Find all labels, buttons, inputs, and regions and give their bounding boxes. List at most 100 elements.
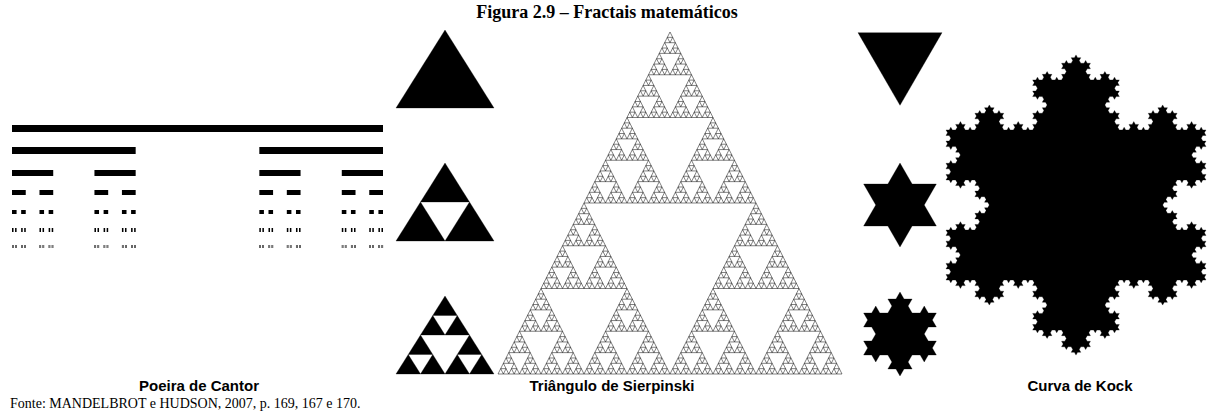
- sierpinski-triangle: [812, 321, 817, 326]
- cantor-segment: [104, 245, 106, 248]
- sierpinski-triangle: [565, 256, 570, 261]
- sierpinski-triangle: [705, 128, 710, 133]
- sierpinski-triangle: [638, 358, 643, 363]
- sierpinski-triangle: [748, 235, 753, 240]
- sierpinski-triangle: [724, 198, 729, 203]
- sierpinski-triangle: [657, 182, 662, 187]
- sierpinski-triangle: [600, 176, 605, 181]
- sierpinski-triangle: [713, 283, 718, 288]
- sierpinski-triangle: [571, 353, 576, 358]
- sierpinski-triangle: [810, 358, 815, 363]
- sierpinski-triangle: [659, 59, 664, 64]
- sierpinski-triangle: [571, 224, 576, 229]
- sierpinski-triangle: [702, 305, 707, 310]
- sierpinski-triangle: [783, 369, 788, 374]
- sierpinski-triangle: [769, 235, 774, 240]
- cantor-segment: [345, 228, 347, 232]
- cantor-segment: [39, 245, 41, 248]
- sierpinski-triangle: [600, 262, 605, 267]
- cantor-segment: [351, 245, 353, 248]
- sierpinski-triangle: [729, 166, 734, 171]
- sierpinski-triangle: [692, 198, 697, 203]
- cantor-segment: [12, 245, 14, 248]
- sierpinski-triangle: [646, 75, 651, 80]
- sierpinski-triangle: [791, 299, 796, 304]
- sierpinski-triangle: [692, 155, 697, 160]
- sierpinski-triangle: [834, 363, 839, 368]
- sierpinski-triangle: [589, 230, 594, 235]
- sierpinski-triangle: [627, 198, 632, 203]
- sierpinski-triangle: [775, 246, 780, 251]
- sierpinski-triangle: [761, 219, 766, 224]
- sierpinski-triangle: [697, 326, 702, 331]
- sierpinski-triangle: [611, 358, 616, 363]
- sierpinski-triangle: [643, 337, 648, 342]
- sierpinski-triangle: [786, 267, 791, 272]
- sierpinski-triangle: [791, 278, 796, 283]
- sierpinski-triangle: [433, 296, 458, 316]
- sierpinski-triangle: [745, 272, 750, 277]
- sierpinski-triangle: [632, 369, 637, 374]
- sierpinski-triangle: [681, 358, 686, 363]
- sierpinski-triangle: [713, 123, 718, 128]
- sierpinski-triangle: [563, 369, 568, 374]
- sierpinski-triangle: [533, 321, 538, 326]
- sierpinski-triangle: [654, 91, 659, 96]
- cantor-segment: [379, 245, 381, 248]
- sierpinski-triangle: [622, 305, 627, 310]
- cantor-segment: [370, 245, 372, 248]
- sierpinski-triangle: [554, 342, 559, 347]
- cantor-segment: [12, 228, 14, 232]
- sierpinski-triangle: [520, 369, 525, 374]
- sierpinski-triangle: [571, 267, 576, 272]
- cantor-segment: [341, 245, 343, 248]
- sierpinski-triangle: [563, 251, 568, 256]
- sierpinski-triangle: [697, 198, 702, 203]
- sierpinski-triangle: [778, 369, 783, 374]
- sierpinski-triangle: [630, 299, 635, 304]
- cantor-segment: [125, 245, 127, 248]
- sierpinski-triangle: [675, 48, 680, 53]
- sierpinski-triangle: [716, 128, 721, 133]
- sierpinski-triangle: [544, 278, 549, 283]
- cantor-segment: [259, 228, 261, 232]
- sierpinski-triangle: [705, 363, 710, 368]
- cantor-segment: [52, 228, 54, 232]
- cantor-segment: [39, 190, 53, 195]
- sierpinski-triangle: [595, 198, 600, 203]
- sierpinski-triangle: [603, 160, 608, 165]
- sierpinski-triangle: [622, 123, 627, 128]
- cantor-segment: [378, 210, 383, 214]
- sierpinski-triangle: [659, 187, 664, 192]
- cantor-segment: [94, 245, 96, 248]
- sierpinski-triangle: [568, 347, 573, 352]
- sierpinski-triangle: [724, 283, 729, 288]
- sierpinski-triangle: [759, 363, 764, 368]
- sierpinski-triangle: [573, 283, 578, 288]
- sierpinski-triangle: [718, 144, 723, 149]
- sierpinski-triangle: [726, 342, 731, 347]
- sierpinski-triangle: [557, 326, 562, 331]
- sierpinski-triangle: [729, 369, 734, 374]
- sierpinski-triangle: [522, 363, 527, 368]
- sierpinski-triangle: [541, 305, 546, 310]
- cantor-dust: [12, 125, 383, 248]
- sierpinski-triangle: [665, 112, 670, 117]
- sierpinski-triangle: [614, 310, 619, 315]
- sierpinski-triangle: [638, 326, 643, 331]
- cantor-segment: [107, 245, 109, 248]
- sierpinski-triangle: [632, 155, 637, 160]
- sierpinski-triangle: [802, 363, 807, 368]
- sierpinski-triangle: [721, 353, 726, 358]
- sierpinski-triangle: [608, 256, 613, 261]
- sierpinski-triangle: [600, 166, 605, 171]
- cantor-segment: [259, 170, 300, 176]
- sierpinski-triangle: [630, 107, 635, 112]
- cantor-segment: [260, 245, 262, 248]
- sierpinski-triangle: [643, 326, 648, 331]
- cantor-segment: [12, 190, 26, 195]
- sierpinski-triangle: [525, 326, 530, 331]
- sierpinski-triangle: [597, 342, 602, 347]
- sierpinski-triangle: [525, 369, 530, 374]
- sierpinski-triangle: [761, 358, 766, 363]
